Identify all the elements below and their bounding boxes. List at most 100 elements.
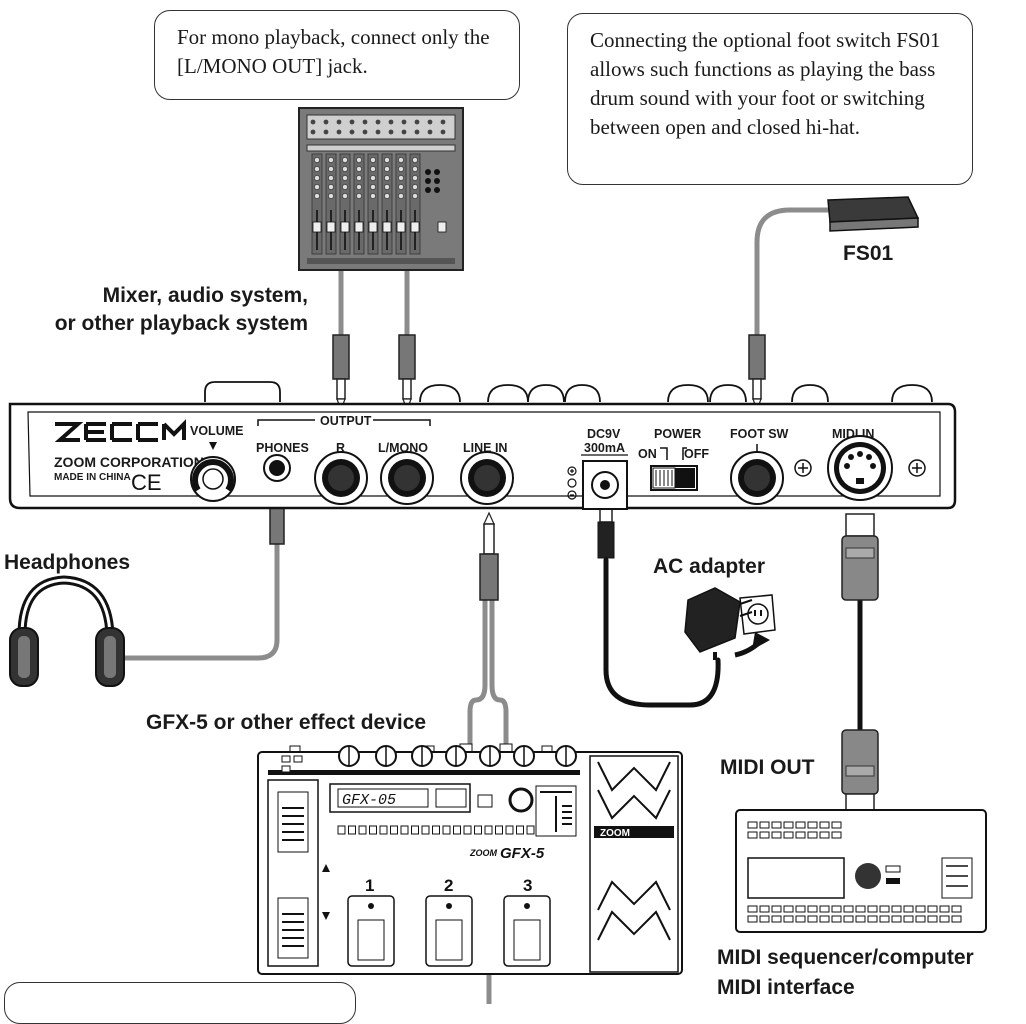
sequencer-key (951, 915, 962, 923)
mixer-master-knob (425, 178, 431, 184)
power-switch[interactable] (650, 465, 698, 491)
mixer-top-jack (414, 129, 420, 135)
sequencer-key (771, 821, 782, 829)
output-label-bg (315, 413, 373, 427)
line-in-jack[interactable] (460, 451, 514, 505)
mixer-knob (328, 166, 334, 172)
mixer-knob (342, 184, 348, 190)
sequencer-key (879, 915, 890, 923)
mixer-top-jack (401, 119, 407, 125)
mixer-fader-cap (340, 221, 350, 233)
dc-polarity-icon (567, 466, 577, 500)
gfx-pedal-2-label: 2 (444, 876, 453, 895)
gfx5-label: GFX-5 or other effect device (146, 711, 427, 734)
dc-in-jack[interactable] (582, 460, 628, 510)
mixer-master-knob (425, 169, 431, 175)
mixer-knob (384, 193, 390, 199)
mixer-knob (342, 166, 348, 172)
sequencer-key (843, 905, 854, 913)
mixer-top-jack (440, 129, 446, 135)
sequencer-key (819, 905, 830, 913)
mixer-channel-strip (409, 153, 421, 255)
sequencer-key (915, 915, 926, 923)
sequencer-key (807, 915, 818, 923)
line-in-plug (479, 511, 499, 601)
mixer-top-jack (362, 129, 368, 135)
mixer-knob (314, 166, 320, 172)
mixer-master-knob (434, 187, 440, 193)
mixer-master-knob (434, 178, 440, 184)
mixer-channel-strip (381, 153, 393, 255)
volume-knob[interactable] (190, 456, 236, 502)
cables (107, 207, 833, 1004)
ce-mark: CE (131, 470, 162, 495)
mixer-master-knob (425, 187, 431, 193)
mixer-fader-cap (368, 221, 378, 233)
midi-plug-bottom (841, 729, 879, 811)
mono-playback-note: For mono playback, connect only the [L/M… (177, 25, 490, 78)
mixer-knob (384, 166, 390, 172)
foot-sw-label: FOOT SW (730, 427, 789, 441)
power-on-label: ON (638, 447, 657, 461)
sequencer-keys (747, 821, 962, 923)
sequencer-key (927, 915, 938, 923)
midi-in-jack[interactable] (827, 435, 893, 501)
gfx-row-button (421, 825, 430, 835)
output-l-mono-label: L/MONO (378, 441, 428, 455)
mixer-channel-strip (367, 153, 379, 255)
sequencer-key (819, 821, 830, 829)
output-r-label: R (336, 441, 345, 455)
made-in-text: MADE IN CHINA (54, 472, 131, 483)
line-in-label: LINE IN (463, 441, 507, 455)
sequencer-key (951, 905, 962, 913)
mixer-top-jack (336, 119, 342, 125)
mixer-master-knob (434, 169, 440, 175)
mixer-master-fader (437, 221, 447, 233)
mixer-top-jack (349, 119, 355, 125)
mixer-channel-strip (395, 153, 407, 255)
gfx-knobs (281, 745, 577, 773)
mixer-knob (314, 157, 320, 163)
mixer-l-plug (398, 334, 416, 412)
foot-sw-jack[interactable] (730, 451, 784, 505)
output-l-mono-jack[interactable] (380, 451, 434, 505)
mixer-channel-strip (353, 153, 365, 255)
mixer-label: Mixer, audio system, or other playback s… (10, 282, 308, 338)
mixer-top-jack (362, 119, 368, 125)
headphones-cable (107, 515, 280, 661)
mixer-knob (356, 193, 362, 199)
sequencer-key (843, 915, 854, 923)
mixer-knob (370, 184, 376, 190)
gfx-small-button (281, 755, 291, 763)
ac-adapter-cable (603, 557, 721, 708)
sequencer-key (939, 915, 950, 923)
output-r-jack[interactable] (314, 451, 368, 505)
mixer-top-jack (323, 129, 329, 135)
gfx-zoom-plate: ZOOM (600, 828, 630, 839)
gfx-footswitch-2 (425, 895, 473, 967)
dark-cables (603, 557, 863, 733)
mixer-top-jack (310, 129, 316, 135)
sequencer-key (747, 821, 758, 829)
gfx5-illustration: ZOOM GFX-05 ZOOM GFX-5 1 2 3 (257, 743, 683, 975)
mixer-fader-cap (312, 221, 322, 233)
sequencer-key (747, 905, 758, 913)
mixer-channel-strip (311, 153, 323, 255)
gfx-row-button (432, 825, 440, 835)
mixer-channel-strip (325, 153, 337, 255)
mixer-top-jack (440, 119, 446, 125)
mixer-knob (356, 166, 362, 172)
mixer-illustration (298, 107, 464, 271)
phones-jack[interactable] (263, 454, 291, 482)
mixer-fader-cap (382, 221, 392, 233)
sequencer-key (783, 915, 794, 923)
sequencer-key (783, 905, 794, 913)
power-off-label: OFF (684, 447, 709, 461)
mixer-top-jack (349, 129, 355, 135)
sequencer-key (747, 831, 758, 839)
mixer-knob (342, 157, 348, 163)
mixer-knob (370, 166, 376, 172)
mixer-knob (356, 157, 362, 163)
mixer-knob (384, 175, 390, 181)
gfx-footswitch-3 (503, 895, 551, 967)
